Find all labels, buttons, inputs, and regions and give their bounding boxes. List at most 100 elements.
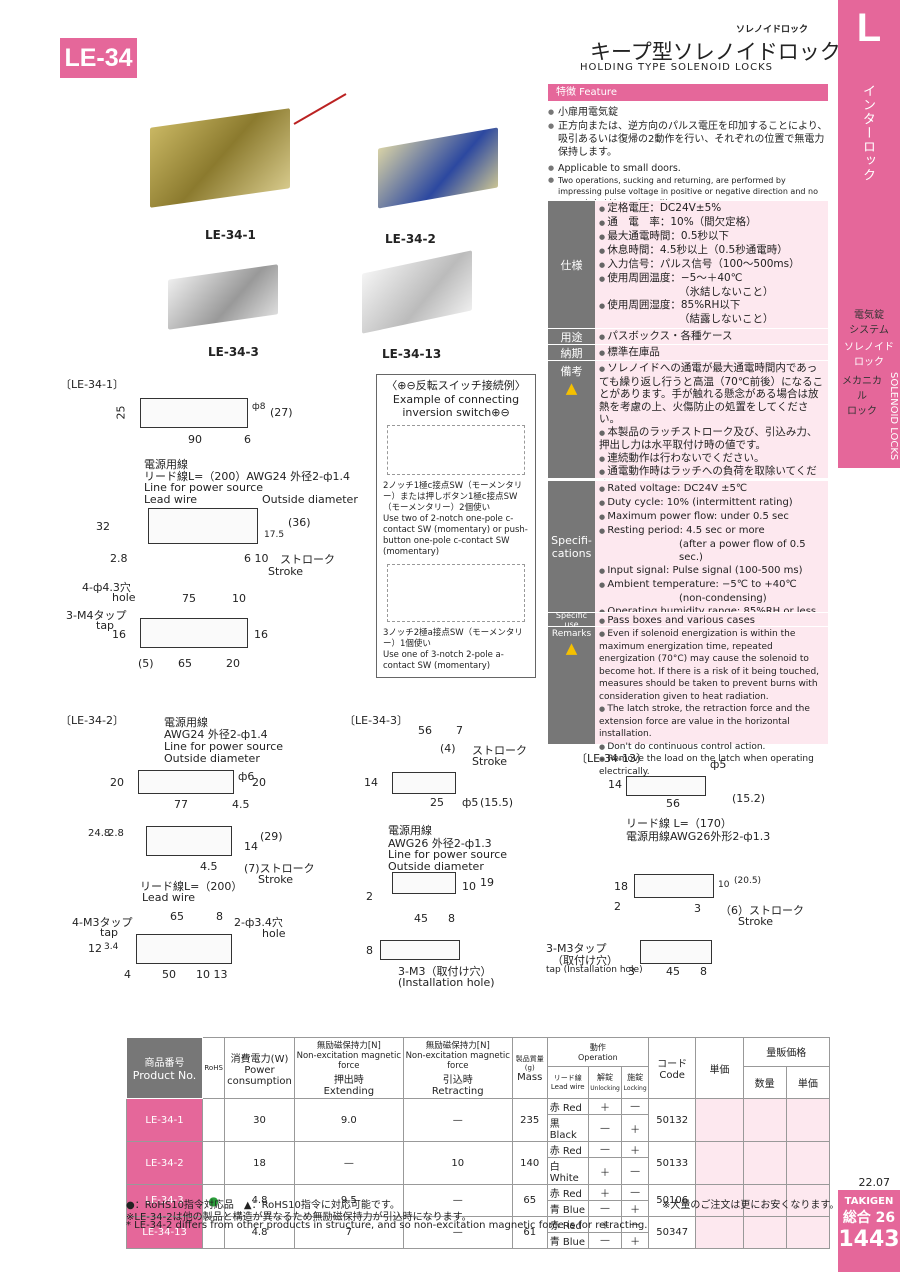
dim-label: (20.5) (734, 876, 762, 886)
dim-label: 電源用線 (164, 716, 208, 729)
th: 無励磁保持力[N] (425, 1041, 490, 1051)
dim-label: 50 (162, 968, 176, 981)
th: Unlocking (590, 1085, 620, 1093)
spec-line: (non-condensing) (679, 593, 767, 604)
th: 数量 (754, 1078, 775, 1090)
stock-jp: 納期 標準在庫品 (548, 344, 828, 360)
dim-label: 7 (456, 724, 463, 737)
switch-en: inversion switch⊕⊖ (402, 406, 510, 419)
spec-line: Resting period: 4.5 sec or more (599, 524, 826, 538)
switch-desc: Use two of 2-notch one-pole c-contact SW… (383, 514, 528, 557)
dim-label: (4) (440, 742, 456, 755)
th: 消費電力(W) (230, 1053, 289, 1065)
category-label: ソレノイドロック (736, 25, 809, 35)
table-cell: 140 (511, 1141, 548, 1185)
table-cell: 黒 Black (546, 1114, 589, 1142)
switch-example-box: 〈⊕⊖反転スイッチ接続例〉 Example of connecting inve… (376, 374, 536, 678)
sidenav-label: ロック (854, 357, 884, 368)
spec-line: Even if solenoid energization is within … (599, 628, 826, 703)
dim-label: ストローク (472, 744, 527, 757)
table-cell: 4.8 (224, 1184, 295, 1217)
dim-label: （取付け穴） (552, 954, 618, 967)
dim-label: tap (100, 926, 119, 939)
table-cell: — (402, 1098, 513, 1142)
wire-icon (293, 93, 347, 125)
note: ※LE-34-2は他の製品と構造が異なるため無励磁保持力が引込時になります。 (126, 1212, 472, 1223)
section-title: 〔LE-34-13〕 (576, 752, 648, 765)
dim-label: 4.5 (200, 860, 218, 873)
dim-label: 3-M4タップ (66, 609, 127, 622)
dim-label: Stroke (738, 915, 774, 928)
dim-label: 90 (188, 433, 202, 446)
th: 押出時 (333, 1075, 364, 1086)
dim-label: 24.8 (88, 828, 111, 839)
table-cell: 4.8 (224, 1216, 295, 1249)
table-cell: LE-34-13 (125, 1216, 204, 1249)
table-cell: ＋ (587, 1098, 623, 1115)
dim-label: 電源用線AWG26外形2-ф1.3 (626, 830, 771, 843)
note: * LE-34-2 differs from other products in… (126, 1220, 648, 1231)
switch-desc: 2ノッチ1極c接点SW（モーメンタリー）または押しボタン1極c接点SW（モーメン… (383, 481, 523, 513)
circuit-diagram-b (387, 564, 525, 622)
table-cell: ＋ (621, 1141, 650, 1158)
dim-label: 32 (96, 520, 110, 533)
spec-en-label: cations (551, 546, 592, 560)
sidenav-item-electric-lock[interactable]: 電気錠システム (838, 306, 900, 336)
warning-icon: ▲ (565, 379, 578, 397)
page-footer: TAKIGEN 総合 26 1443 (838, 1190, 900, 1272)
table-cell (695, 1216, 744, 1249)
sidenav-item-solenoid-lock[interactable]: ソレノイドロック (838, 334, 900, 368)
dim-label: （6）ストローク (720, 904, 804, 917)
dim-label: (15.2) (732, 792, 766, 805)
table-row: 白 White＋— (127, 1157, 830, 1185)
spec-jp: 仕様 定格電圧：DC24V±5%通 電 率：10%（間欠定格）最大通電時間：0.… (548, 200, 828, 328)
use-en: Specific use Pass boxes and various case… (548, 611, 828, 629)
drawing-bottom-view (140, 618, 248, 648)
spec-line: The latch stroke, the retraction force a… (599, 703, 826, 741)
th: 商品番号 (144, 1058, 185, 1069)
table-cell: 9.0 (293, 1098, 404, 1142)
drawing-top-view (138, 770, 234, 794)
spec-line: 連続動作は行わないでください。 (599, 452, 826, 466)
series-badge: LE-34 (60, 38, 137, 78)
th: Extending (323, 1086, 375, 1097)
table-cell: ＋ (587, 1157, 623, 1185)
table-cell (785, 1098, 831, 1142)
dim-label: Line for power source (144, 481, 264, 494)
dim-label: 17.5 (264, 530, 285, 540)
dim-label: hole (262, 927, 286, 940)
spec-line: （結露しないこと） (679, 313, 774, 325)
table-cell: 50132 (648, 1098, 697, 1142)
sidenav-item-mechanical-lock[interactable]: メカニカルロック (838, 372, 886, 417)
dim-label: 77 (174, 798, 188, 811)
dim-label: 14 (608, 778, 622, 791)
index-vertical-label: インターロック (860, 84, 875, 182)
table-cell: 30 (224, 1098, 295, 1142)
th: 引込時 (442, 1075, 473, 1086)
drawing-top-view (140, 398, 248, 428)
dim-label: 56 (418, 724, 432, 737)
use-en-text: Pass boxes and various cases (599, 614, 826, 628)
sidenav-label: メカニカル (842, 376, 882, 402)
table-cell: 青 Blue (546, 1232, 589, 1249)
edition-date: 22.07 (858, 1176, 891, 1189)
catalog-total: 総合 26 (842, 1210, 896, 1226)
th: Lead wire (550, 1083, 585, 1092)
table-cell: — (587, 1232, 623, 1249)
dim-label: 10 (718, 880, 730, 890)
th: 無励磁保持力[N] (316, 1041, 381, 1051)
dim-label: 3-M3タップ (546, 942, 607, 955)
table-cell: LE-34-1 (125, 1098, 204, 1142)
dim-label: 65 (170, 910, 184, 923)
table-cell: ＋ (621, 1232, 650, 1249)
dim-label: 2.8 (110, 552, 128, 565)
table-cell: 65 (511, 1184, 548, 1217)
table-cell: — (621, 1184, 650, 1201)
table-cell: 白 White (546, 1157, 589, 1185)
note: ※大量のご注文は更にお安くなります。 (662, 1200, 840, 1211)
switch-title: 〈⊕⊖反転スイッチ接続例〉 (386, 379, 526, 392)
dim-label: tap (96, 619, 115, 632)
spec-line: 通 電 率：10%（間欠定格） (599, 216, 826, 230)
